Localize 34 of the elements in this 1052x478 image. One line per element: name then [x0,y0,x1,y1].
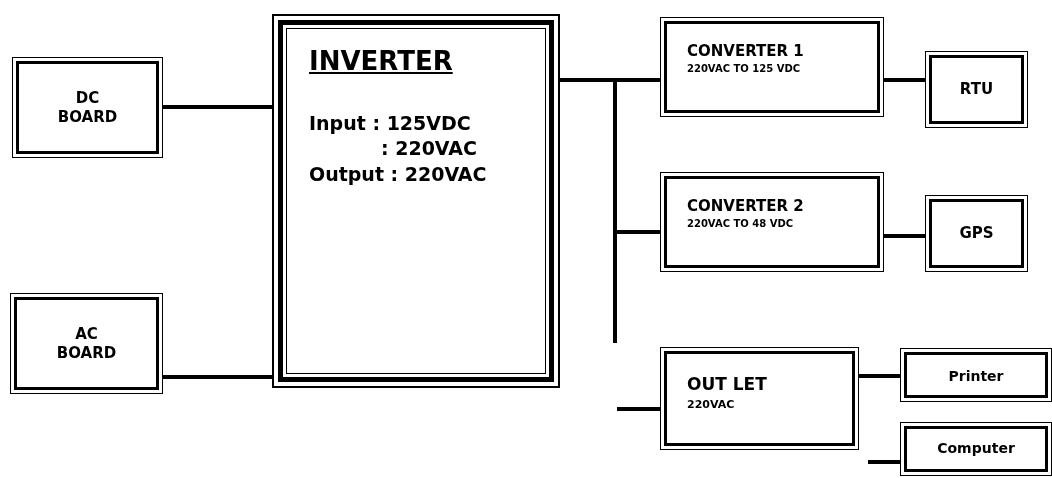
block-label: OUT LET [687,374,767,396]
block-detail: 220VAC TO 125 VDC [687,62,801,76]
connector-line [884,234,925,238]
connector-line [617,407,660,411]
connector-line [868,460,900,464]
block-label: Computer [937,440,1015,458]
block-label: INVERTER [309,45,453,78]
block-label: Printer [948,368,1004,386]
block-box [660,17,884,117]
block-detail: 220VAC TO 48 VDC [687,217,794,231]
block-detail: : 220VAC [381,137,477,161]
block-box [660,347,859,450]
block-label: AC BOARD [55,324,118,363]
block-box [10,293,163,394]
block-box [925,51,1028,128]
block-box [660,172,884,272]
block-box [925,195,1028,272]
connector-line [859,374,900,378]
block-label: RTU [959,80,994,99]
block-label: DC BOARD [56,88,119,127]
block-label: CONVERTER 2 [687,197,804,216]
block-detail: Output : 220VAC [309,163,487,187]
block-box [272,14,560,388]
block-label: CONVERTER 1 [687,42,804,61]
block-box [900,422,1052,476]
connector-line [558,78,662,345]
block-box [900,348,1052,402]
connector-line [163,375,272,379]
block-detail: 220VAC [687,398,735,412]
block-detail: Input : 125VDC [309,111,471,136]
block-label: GPS [959,224,994,243]
block-box [12,57,163,158]
connector-line [884,78,925,82]
connector-line [163,105,272,109]
